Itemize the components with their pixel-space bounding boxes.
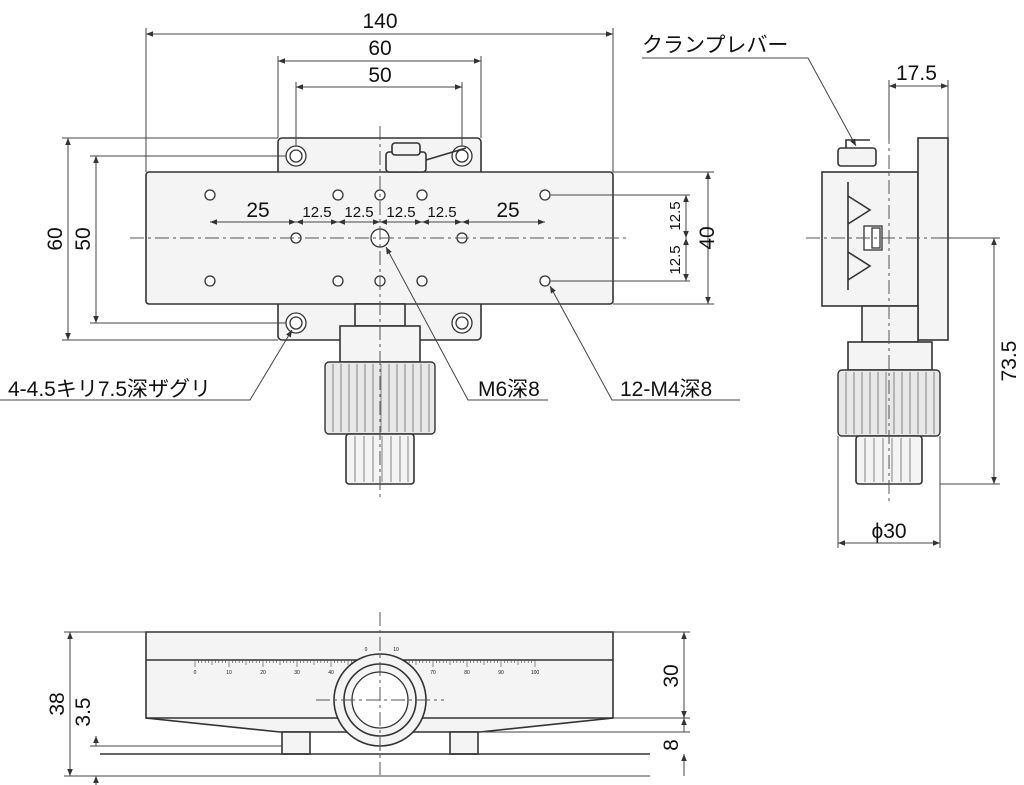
side-base-outline	[917, 137, 949, 341]
dim-x-12-5-c: 12.5	[386, 204, 415, 221]
dim-x-12-5-b: 12.5	[344, 204, 373, 221]
scale-label: 70	[430, 670, 436, 676]
dim-width-holes: 50	[368, 64, 391, 87]
top-view: 140 60 50 25 12.5 12.5 12.5 12.5 25 60 5…	[0, 10, 740, 500]
callout-center-tap: M6深8	[478, 378, 540, 401]
dim-front-height: 38	[46, 692, 69, 715]
callout-clamp-lever: クランプレバー	[642, 34, 788, 57]
dim-y-12-5-top: 12.5	[667, 201, 684, 230]
counterbore-hole	[451, 145, 473, 167]
counterbore-hole	[285, 312, 307, 334]
clamp-lever-side	[837, 139, 877, 167]
dim-front-table-height: 30	[660, 664, 683, 687]
callout-counterbore: 4-4.5キリ7.5深ザグリ	[8, 378, 211, 401]
side-view: クランプレバー 17.5 73.5 ϕ30	[642, 34, 1021, 548]
dim-height-table: 40	[696, 226, 719, 249]
scale-label: 0	[194, 670, 197, 676]
scale-label: 30	[294, 670, 300, 676]
vernier-label: 0	[365, 647, 368, 653]
dim-x-25-right: 25	[496, 199, 519, 222]
dim-height-holes: 50	[72, 227, 95, 250]
scale-label: 20	[260, 670, 266, 676]
dim-width-overall: 140	[362, 10, 397, 33]
scale: 0102030405060708090100	[194, 660, 540, 676]
dim-front-edge: 3.5	[72, 697, 95, 726]
dim-height-base: 60	[44, 227, 67, 250]
counterbore-hole	[451, 312, 473, 334]
dim-x-12-5-d: 12.5	[427, 204, 456, 221]
scale-label: 40	[328, 670, 334, 676]
front-view: 0102030405060708090100 0 10 38 3.5 30 8	[46, 612, 690, 785]
vernier-label: 10	[393, 647, 399, 653]
dim-side-height: 73.5	[998, 341, 1021, 382]
dim-side-offset: 17.5	[896, 62, 937, 85]
clamp-lever-top	[385, 142, 467, 173]
dim-x-12-5-a: 12.5	[302, 204, 331, 221]
callout-tapped-holes: 12-M4深8	[620, 378, 712, 401]
scale-label: 90	[498, 670, 504, 676]
dim-front-base-height: 8	[660, 739, 683, 751]
counterbore-hole	[285, 145, 307, 167]
scale-label: 100	[531, 670, 540, 676]
dim-width-base: 60	[368, 37, 391, 60]
dim-knob-diameter: ϕ30	[871, 520, 906, 543]
dim-x-25-left: 25	[246, 199, 269, 222]
scale-label: 80	[464, 670, 470, 676]
scale-label: 10	[226, 670, 232, 676]
dim-y-12-5-bottom: 12.5	[667, 245, 684, 274]
